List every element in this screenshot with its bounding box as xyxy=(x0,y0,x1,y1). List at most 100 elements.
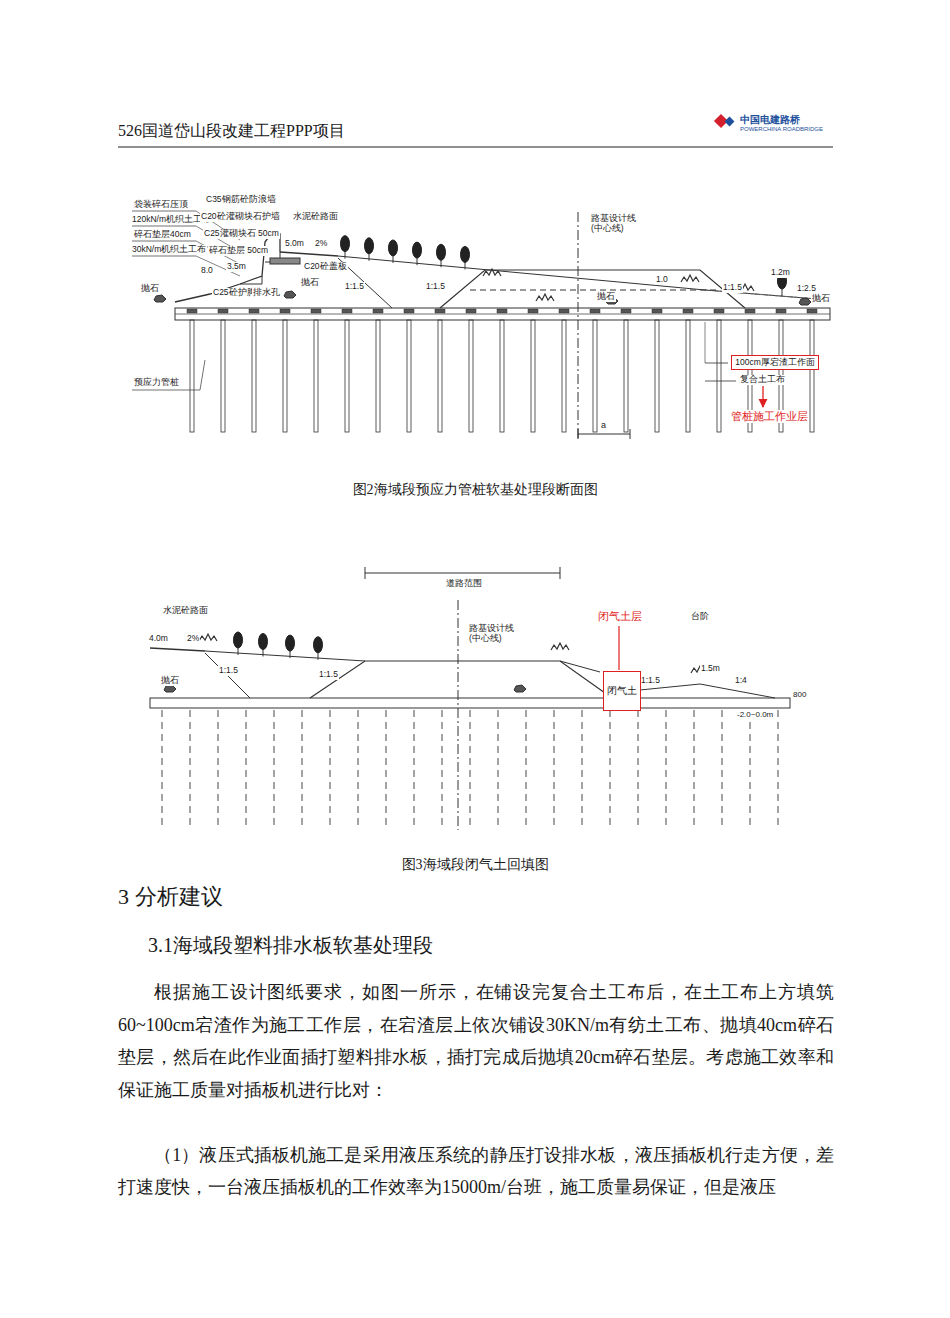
figure-label: C20砼盖板 xyxy=(303,262,348,272)
section-heading: 3 分析建议 xyxy=(118,884,223,909)
pile-cap xyxy=(249,309,259,313)
figure-label: 1:2.5 xyxy=(796,284,817,294)
drain-board xyxy=(470,710,471,830)
leader-line xyxy=(132,241,196,242)
shrub-symbol xyxy=(681,275,699,282)
drain-board xyxy=(498,710,499,830)
leader-line xyxy=(132,211,196,212)
leader-line xyxy=(705,322,706,363)
figure-label: 碎石垫层40cm xyxy=(133,230,192,240)
figure-label: 台阶 xyxy=(690,612,710,622)
callout-arrow xyxy=(762,386,763,407)
figure-label: C25灌砌块石 50cm xyxy=(203,229,280,239)
figure-label: 抛石 xyxy=(140,284,160,294)
pile-cap xyxy=(621,309,631,313)
dimension-line xyxy=(365,573,560,574)
figure-label: 水泥砼路面 xyxy=(292,212,339,222)
pile-cap xyxy=(559,309,569,313)
tree-symbol xyxy=(389,240,398,256)
pipe-pile xyxy=(469,320,473,432)
pipe-pile xyxy=(531,320,535,432)
shrub-symbol xyxy=(536,294,554,301)
drain-board xyxy=(162,710,163,830)
shrub-symbol xyxy=(483,269,501,276)
shrub-symbol xyxy=(551,643,569,650)
figure-label: 3.5m xyxy=(226,262,247,272)
body-paragraph: （1）液压式插板机施工是采用液压系统的静压打设排水板，液压插板机行走方便，差打速… xyxy=(118,1139,834,1204)
tree-symbol xyxy=(461,246,470,262)
drain-board xyxy=(638,710,639,830)
pipe-pile xyxy=(593,320,597,432)
riprap-symbol xyxy=(164,685,176,692)
pile-cap xyxy=(528,309,538,313)
figure-label: 复合土工布 xyxy=(739,375,786,385)
pile-cap xyxy=(280,309,290,313)
figure-label: 1:1.5 xyxy=(722,283,743,293)
figure-label: 1:1.5 xyxy=(218,666,239,676)
figure-label: 1:1.5 xyxy=(425,282,446,292)
pile-cap xyxy=(497,309,507,313)
figure-label: 碎石垫层 50cm xyxy=(208,246,269,256)
figure-label: 道路范围 xyxy=(445,578,483,588)
drain-board xyxy=(526,710,527,830)
drain-board xyxy=(694,710,695,830)
pipe-pile xyxy=(562,320,566,432)
callout-text: 闭气土 xyxy=(607,686,637,696)
figure-label: C35钢筋砼防浪墙 xyxy=(205,195,277,205)
leader-line xyxy=(132,256,196,257)
figure-label: 800 xyxy=(792,690,807,699)
pipe-pile xyxy=(283,320,287,432)
pile-cap xyxy=(652,309,662,313)
embankment-top xyxy=(205,651,365,661)
figure-label: 1.2m xyxy=(770,268,791,278)
pile-cap xyxy=(373,309,383,313)
pipe-pile xyxy=(500,320,504,432)
pile-cap xyxy=(311,309,321,313)
tree-symbol xyxy=(286,635,295,651)
dimension-tick xyxy=(578,429,579,439)
seawall-outline xyxy=(240,276,262,284)
drain-board xyxy=(190,710,191,830)
figure-label: C25砼护脚 xyxy=(212,288,257,298)
figure-label: C20砼灌砌块石护墙 xyxy=(200,212,281,222)
dashed-line xyxy=(470,290,718,291)
pipe-pile xyxy=(717,320,721,432)
pipe-pile xyxy=(190,320,194,432)
figure-label: 30kN/m机织土工布 xyxy=(131,245,207,255)
center-line xyxy=(458,600,459,830)
drain-board xyxy=(722,710,723,830)
figure-label: 抛石 xyxy=(160,676,180,686)
road-surface xyxy=(150,648,205,651)
tree-symbol xyxy=(365,238,374,254)
pipe-pile xyxy=(686,320,690,432)
figure-caption: 图3海域段闭气土回填图 xyxy=(402,857,549,873)
pile-cap xyxy=(683,309,693,313)
leader-line xyxy=(705,363,728,364)
drain-board xyxy=(302,710,303,830)
pipe-pile xyxy=(221,320,225,432)
drain-board xyxy=(778,710,779,830)
drain-board xyxy=(218,710,219,830)
callout-box: 闭气土 xyxy=(603,671,641,711)
riprap-symbol xyxy=(154,295,166,302)
pipe-pile xyxy=(376,320,380,432)
cushion-layer xyxy=(175,308,830,320)
leader-line xyxy=(132,226,196,227)
figure-label: 1:1.5 xyxy=(640,676,661,686)
pile-cap xyxy=(590,309,600,313)
cover-plate xyxy=(270,258,300,264)
figure-label: 1:1.5 xyxy=(344,282,365,292)
pile-cap xyxy=(745,309,755,313)
tree-symbol xyxy=(259,633,268,649)
drain-board xyxy=(414,710,415,830)
figure-label: 1:4 xyxy=(734,676,748,686)
figure-label: 抛石 xyxy=(596,292,616,302)
callout-line xyxy=(618,626,619,670)
figure-label: 管桩施工作业层 xyxy=(730,410,809,423)
pipe-pile xyxy=(314,320,318,432)
embankment-slope xyxy=(205,653,250,698)
shrub-symbol xyxy=(199,634,217,641)
drain-board xyxy=(386,710,387,830)
figure-label: 水泥砼路面 xyxy=(162,606,209,616)
figure-label: 8.0 xyxy=(200,266,214,276)
